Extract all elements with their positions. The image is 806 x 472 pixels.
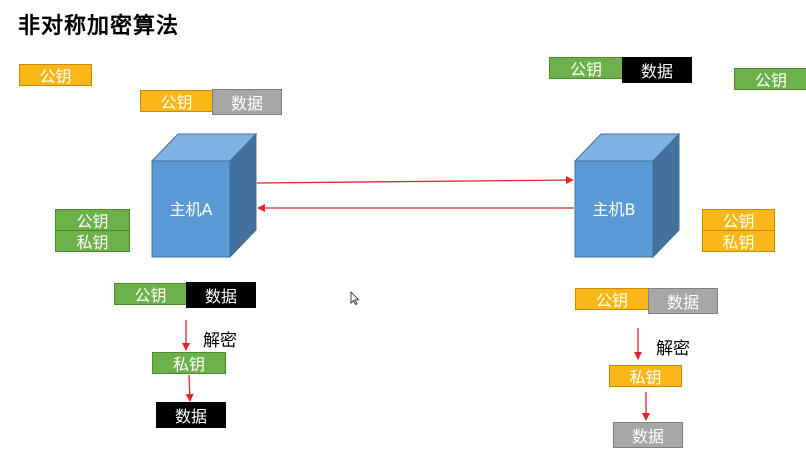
- encrypt-public-key-a: 公钥: [549, 57, 623, 79]
- host-b-cube: 主机B: [573, 132, 681, 259]
- page-title: 非对称加密算法: [18, 14, 180, 39]
- encrypt-public-key-b: 公钥: [140, 90, 213, 112]
- arrow-a-to-b: [256, 176, 574, 185]
- encrypt-data-black: 数据: [622, 57, 692, 83]
- host-b-label: 主机B: [593, 200, 636, 219]
- received-public-key-b: 公钥: [575, 288, 649, 310]
- decrypt-label-b: 解密: [656, 339, 690, 359]
- received-data-gray: 数据: [648, 288, 718, 314]
- decrypt-private-key-a: 私钥: [152, 352, 226, 374]
- host-a-label: 主机A: [170, 200, 213, 219]
- host-a-private-key: 私钥: [55, 230, 130, 252]
- decrypt-label-a: 解密: [203, 331, 237, 351]
- host-a-public-key-right: 公钥: [734, 68, 806, 90]
- host-b-public-key-left: 公钥: [19, 64, 92, 86]
- host-a-cube: 主机A: [150, 132, 258, 259]
- received-public-key-a: 公钥: [114, 283, 187, 305]
- host-b-private-key: 私钥: [702, 230, 775, 252]
- arrow-a-result: [185, 374, 194, 402]
- decrypted-data-a: 数据: [156, 402, 226, 428]
- encrypt-data-gray: 数据: [212, 89, 282, 115]
- mouse-pointer-icon: [350, 290, 360, 306]
- decrypt-private-key-b: 私钥: [609, 365, 682, 387]
- decrypted-data-b: 数据: [613, 422, 683, 448]
- received-data-black: 数据: [186, 282, 256, 308]
- host-a-public-key: 公钥: [55, 209, 130, 231]
